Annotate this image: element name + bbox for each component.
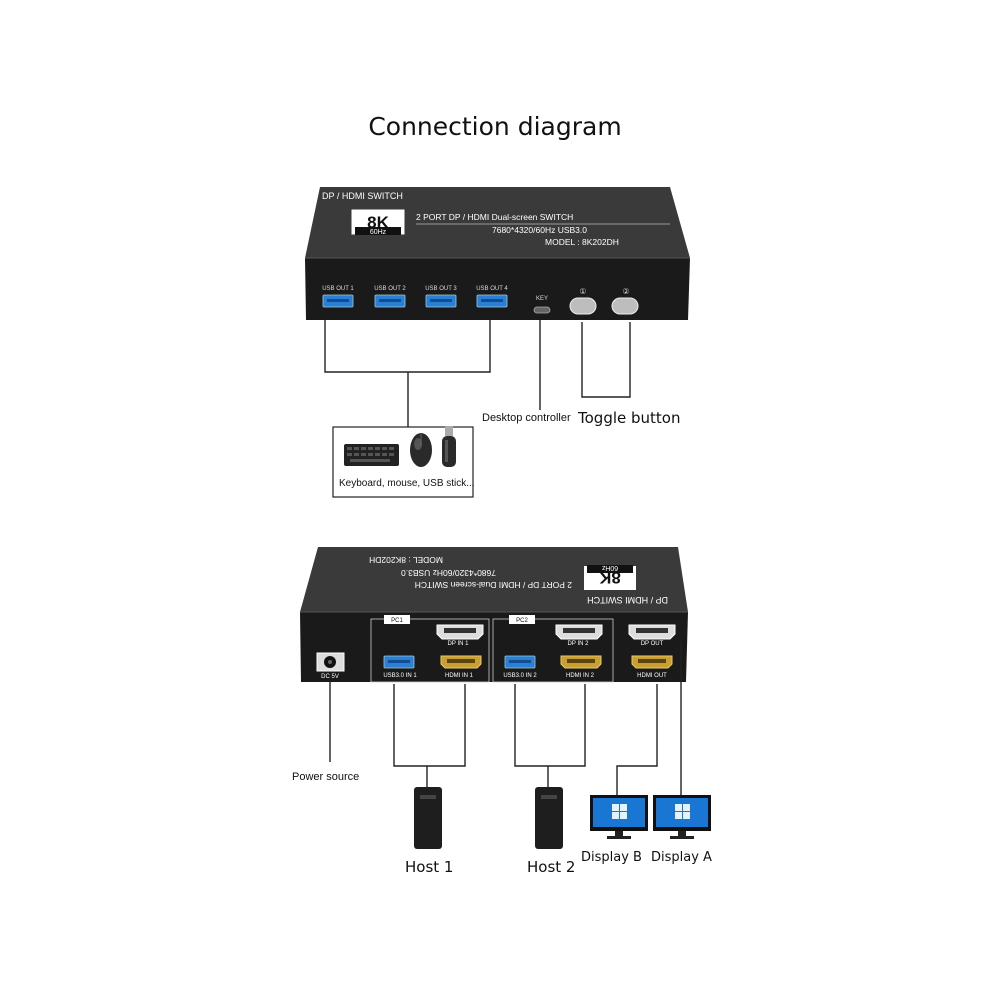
svg-text:USB OUT 3: USB OUT 3 [425, 286, 457, 292]
front-badge-sub: 60Hz [370, 229, 387, 236]
display-a-label: Display A [651, 850, 712, 865]
svg-text:DP OUT: DP OUT [641, 641, 664, 647]
mouse-icon [410, 433, 432, 467]
svg-text:HDMI OUT: HDMI OUT [637, 673, 667, 679]
peripherals-box [332, 426, 474, 498]
svg-text:MODEL : 8K202DH: MODEL : 8K202DH [369, 555, 443, 565]
svg-text:PC1: PC1 [391, 618, 403, 624]
usb-out-port-1: USB OUT 1 [322, 286, 354, 308]
svg-text:HDMI IN 2: HDMI IN 2 [566, 673, 595, 679]
diagram-title: Connection diagram [368, 112, 622, 141]
svg-text:HDMI IN 1: HDMI IN 1 [445, 673, 474, 679]
svg-text:DP IN 1: DP IN 1 [448, 641, 470, 647]
front-model: MODEL : 8K202DH [545, 237, 619, 247]
rear-switch: DP / HDMI SWITCH 8K 60Hz 2 PORT DP / HDM… [300, 547, 688, 683]
front-desc-line1: 2 PORT DP / HDMI Dual-screen SWITCH [416, 212, 573, 222]
svg-text:USB OUT 4: USB OUT 4 [476, 286, 508, 292]
pc2-port-group: PC2 DP IN 2 USB3.0 IN 2 HDMI IN 2 [492, 615, 614, 683]
toggle-button-2: ② [611, 287, 639, 315]
front-connection-lines [324, 320, 631, 427]
rear-brand-line: DP / HDMI SWITCH [587, 595, 668, 605]
output-ports: DP OUT HDMI OUT [628, 624, 676, 679]
host-1-label: Host 1 [405, 858, 454, 876]
svg-text:DP IN 2: DP IN 2 [568, 641, 590, 647]
usb-out-port-2: USB OUT 2 [374, 286, 406, 308]
dc-power-port: DC 5V [316, 652, 345, 680]
pc1-port-group: PC1 DP IN 1 USB3.0 IN 1 HDMI IN 1 [370, 615, 490, 683]
svg-text:USB OUT 1: USB OUT 1 [322, 286, 354, 292]
front-switch-top [305, 187, 690, 258]
peripherals-label: Keyboard, mouse, USB stick... [339, 478, 475, 489]
host-2-label: Host 2 [527, 858, 576, 876]
usb-out-port-3: USB OUT 3 [425, 286, 457, 308]
power-source-label: Power source [292, 771, 360, 783]
front-switch: DP / HDMI SWITCH 8K 60Hz 2 PORT DP / HDM… [305, 187, 690, 320]
rear-switch-face [300, 612, 688, 682]
svg-text:②: ② [622, 287, 629, 296]
rear-connection-lines [329, 640, 682, 795]
front-desc-line2: 7680*4320/60Hz USB3.0 [492, 225, 587, 235]
svg-text:USB OUT 2: USB OUT 2 [374, 286, 406, 292]
display-b-label: Display B [581, 850, 642, 865]
usb-out-port-4: USB OUT 4 [476, 286, 508, 308]
svg-text:7680*4320/60Hz USB3.0: 7680*4320/60Hz USB3.0 [401, 568, 496, 578]
svg-text:2 PORT DP / HDMI Dual-screen S: 2 PORT DP / HDMI Dual-screen SWITCH [415, 580, 572, 590]
svg-text:DC 5V: DC 5V [321, 674, 339, 680]
host-2-icon [535, 787, 563, 849]
toggle-button-label: Toggle button [578, 409, 681, 427]
toggle-button-1: ① [569, 287, 597, 315]
key-port: KEY [533, 296, 551, 314]
svg-text:USB3.0 IN 2: USB3.0 IN 2 [503, 673, 537, 679]
rear-switch-top [300, 547, 688, 612]
svg-text:①: ① [579, 287, 586, 296]
display-a-icon [653, 795, 711, 839]
svg-text:60Hz: 60Hz [601, 564, 618, 571]
display-b-icon [590, 795, 648, 839]
svg-text:PC2: PC2 [516, 618, 528, 624]
usb-stick-icon [442, 426, 456, 467]
desktop-controller-label: Desktop controller [482, 412, 571, 424]
svg-text:KEY: KEY [536, 296, 548, 302]
front-brand-line: DP / HDMI SWITCH [322, 191, 403, 201]
keyboard-icon [344, 444, 399, 466]
host-1-icon [414, 787, 442, 849]
svg-text:USB3.0 IN 1: USB3.0 IN 1 [383, 673, 417, 679]
